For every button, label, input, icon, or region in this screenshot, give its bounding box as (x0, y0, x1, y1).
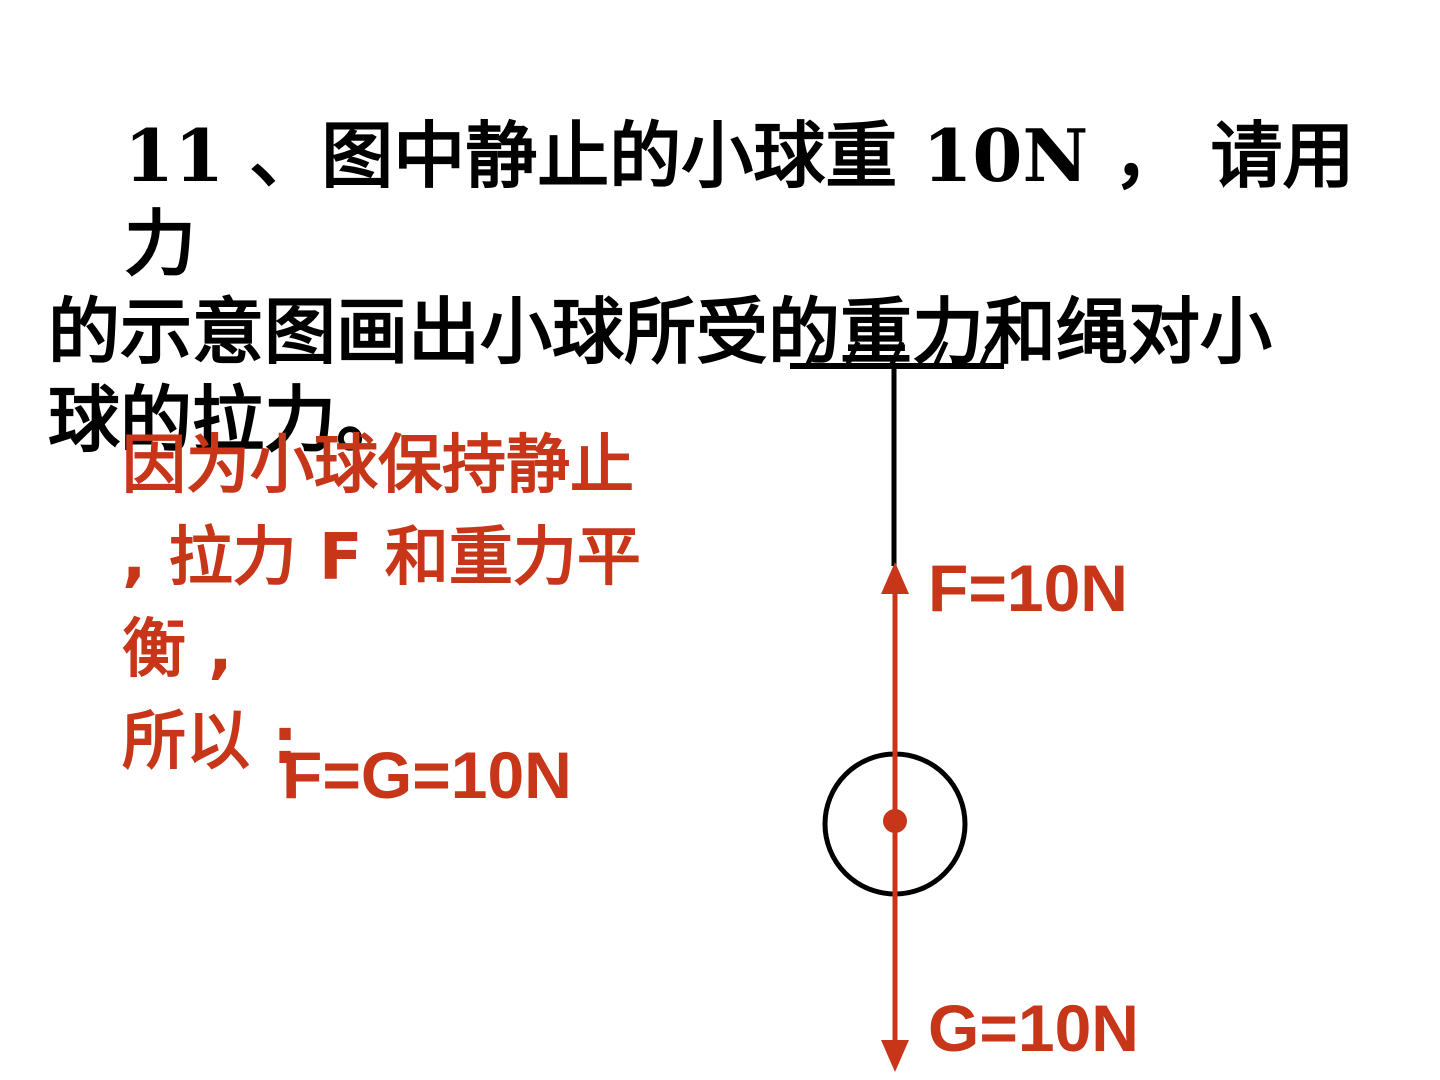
tension-force-label: F=10N (928, 551, 1128, 625)
gravity-force-label: G=10N (928, 991, 1139, 1065)
explanation-line-3: 衡 , (122, 613, 233, 687)
explanation-text: 因为小球保持静止 , 拉力 F 和重力平 衡 , 所以 : (122, 420, 722, 788)
question-text: 11 、图中静止的小球重 10N ， 请用力 的示意图画出小球所受的重力和绳对小… (48, 112, 1378, 464)
explanation-line-1: 因为小球保持静止 (122, 429, 634, 503)
ceiling-hatch (845, 340, 861, 366)
tension-arrow (881, 562, 909, 820)
ceiling-hatch (889, 340, 905, 366)
gravity-arrow (881, 820, 909, 1072)
ceiling-hatch (979, 340, 995, 366)
ceiling-hatch (933, 340, 949, 366)
question-line-3: 球的拉力。 (48, 377, 409, 462)
gravity-arrow-head (881, 1040, 909, 1072)
ceiling-support (790, 340, 1004, 369)
question-line-1: 11 、图中静止的小球重 10N ， 请用力 (124, 113, 1355, 286)
tension-arrow-head (881, 562, 909, 594)
center-of-mass-dot (883, 809, 907, 833)
ceiling-hatch (805, 340, 821, 366)
explanation-line-4: 所以 : (122, 705, 298, 779)
explanation-line-2: , 拉力 F 和重力平 (122, 521, 641, 595)
question-line-2: 的示意图画出小球所受的重力和绳对小 (48, 289, 1273, 374)
conclusion-equation: F=G=10N (282, 738, 572, 812)
